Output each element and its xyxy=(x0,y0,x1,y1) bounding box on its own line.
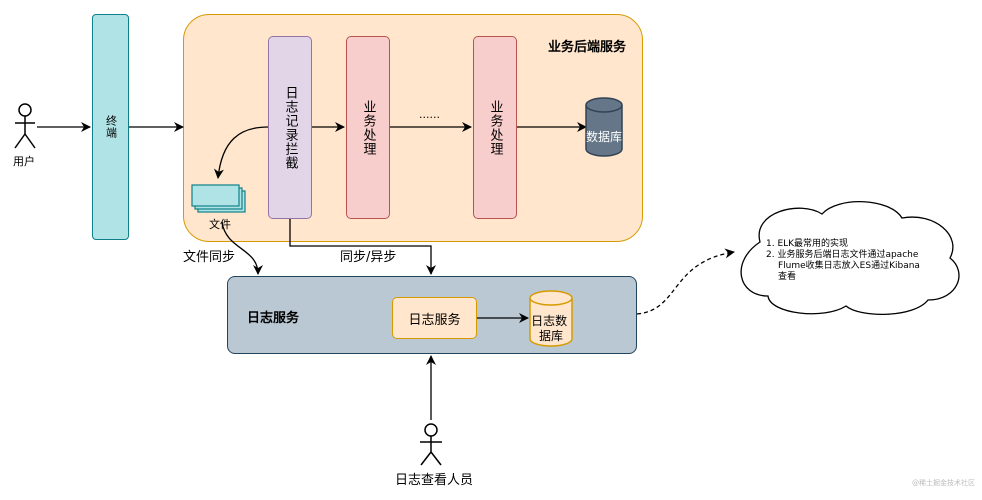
log-database-label-line2: 据库 xyxy=(539,328,563,343)
log-viewer-actor-icon[interactable] xyxy=(420,423,442,466)
ellipsis-label: ...... xyxy=(419,108,440,121)
log-interceptor-label: 日志记录拦截 xyxy=(282,85,298,170)
cloud-note-line-2c: 查看 xyxy=(778,272,797,282)
log-database-label: 日志数 据库 xyxy=(531,313,571,343)
log-service-group-title: 日志服务 xyxy=(247,311,300,326)
database-label: 数据库 xyxy=(586,129,622,144)
cloud-note-line-1: 1. ELK最常用的实现 xyxy=(766,239,849,249)
edge-interceptor-file xyxy=(213,126,269,179)
file-stack-icon[interactable] xyxy=(191,184,246,213)
file-label: 文件 xyxy=(209,218,231,231)
log-database-icon[interactable] xyxy=(529,290,573,347)
edge-file-logservice xyxy=(221,221,263,275)
cloud-note-line-2b: Flume收集日志放入ES通过Kibana xyxy=(778,261,920,271)
edge-interceptor-logservice xyxy=(289,219,436,275)
log-service-box[interactable]: 日志服务 xyxy=(392,297,477,339)
log-database-label-line1: 日志数 xyxy=(531,313,567,328)
log-service-box-label: 日志服务 xyxy=(408,312,461,328)
cloud-note-shape xyxy=(740,201,960,315)
sync-async-edge-label: 同步/异步 xyxy=(340,250,397,265)
log-interceptor-box[interactable]: 日志记录拦截 xyxy=(268,36,312,219)
cloud-note-text: 1. ELK最常用的实现 2. 业务服务后端日志文件通过apache Flume… xyxy=(766,239,966,283)
business-process-box-1[interactable]: 业务处理 xyxy=(346,36,390,219)
business-process-label-2: 业务处理 xyxy=(487,99,503,156)
watermark: @稀土掘金技术社区 xyxy=(912,479,975,487)
backend-service-title: 业务后端服务 xyxy=(548,40,627,55)
business-process-label-1: 业务处理 xyxy=(360,99,376,156)
file-sync-edge-label: 文件同步 xyxy=(183,250,236,265)
user-actor-icon[interactable] xyxy=(14,103,36,149)
business-process-box-2[interactable]: 业务处理 xyxy=(473,36,517,219)
database-icon[interactable] xyxy=(585,97,623,157)
terminal-label: 终端 xyxy=(104,115,118,139)
terminal-box[interactable]: 终端 xyxy=(92,14,129,240)
edge-cloud-link xyxy=(636,248,735,315)
cloud-note-line-2a: 2. 业务服务后端日志文件通过apache xyxy=(766,250,919,260)
user-label: 用户 xyxy=(13,155,35,168)
log-viewer-label: 日志查看人员 xyxy=(395,473,474,488)
